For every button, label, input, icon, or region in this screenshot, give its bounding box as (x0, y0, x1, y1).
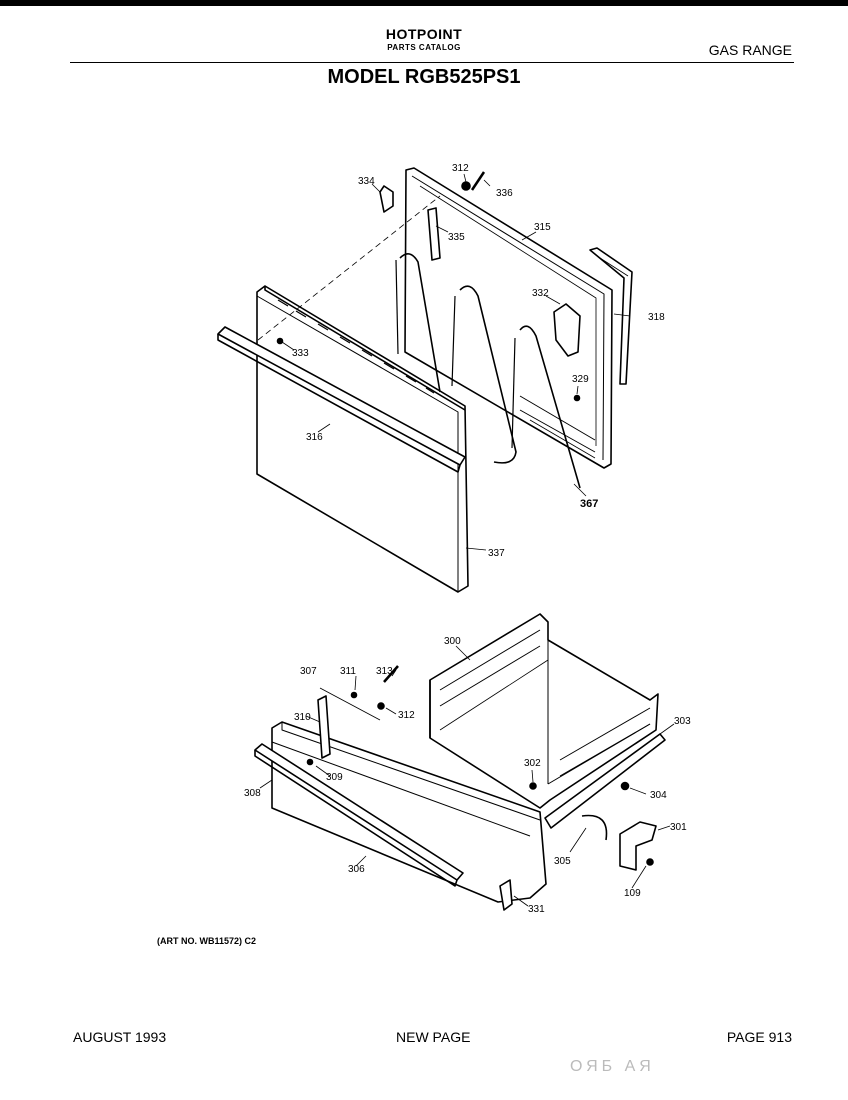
label-311: 311 (340, 666, 356, 677)
label-329: 329 (572, 374, 589, 385)
broiler-drawer-body (429, 613, 659, 809)
part-310-bracket (317, 695, 331, 759)
part-312-screw (461, 181, 471, 191)
part-309-screw (306, 758, 314, 766)
part-305-spring (581, 814, 608, 841)
category-label: GAS RANGE (708, 42, 792, 58)
part-332-bracket (553, 303, 581, 357)
label-302: 302 (524, 758, 541, 769)
label-305: 305 (554, 856, 571, 867)
label-109: 109 (624, 888, 641, 899)
label-335: 335 (448, 232, 465, 243)
part-336-bolt (470, 171, 486, 191)
part-labels: 334 312 336 335 315 318 332 333 329 316 … (244, 163, 691, 915)
label-333: 333 (292, 348, 309, 359)
footer-page: PAGE 913 (726, 1029, 792, 1045)
part-312-nut (377, 702, 385, 710)
catalog-subtitle: PARTS CATALOG (387, 43, 461, 52)
part-109-screw (646, 858, 654, 866)
model-title: MODEL RGB525PS1 (327, 66, 521, 88)
part-301-bracket (619, 821, 657, 871)
label-301: 301 (670, 822, 687, 833)
drawer-handle (254, 743, 464, 887)
label-318: 318 (648, 312, 665, 323)
part-333-screw (276, 337, 284, 345)
assembly-guideline (257, 195, 441, 341)
label-300: 300 (444, 636, 461, 647)
label-367: 367 (580, 498, 598, 510)
label-331: 331 (528, 904, 545, 915)
oven-door-liner (404, 167, 613, 469)
label-312: 312 (452, 163, 469, 174)
part-335-hinge (427, 207, 441, 261)
label-306: 306 (348, 864, 365, 875)
label-336: 336 (496, 188, 513, 199)
label-309: 309 (326, 772, 343, 783)
drawer-front-panel (271, 721, 547, 903)
label-310: 310 (294, 712, 311, 723)
part-311-screw (350, 691, 358, 699)
art-number: (ART NO. WB11572) C2 (157, 936, 257, 946)
door-springs (395, 253, 581, 489)
faded-stamp: ОЯБ АЯ (570, 1058, 655, 1075)
footer-date: AUGUST 1993 (73, 1029, 167, 1045)
label-308: 308 (244, 788, 261, 799)
header-rule (70, 62, 794, 63)
label-313: 313 (376, 666, 393, 677)
brand-name: HOTPOINT (385, 26, 463, 42)
label-307: 307 (300, 666, 317, 677)
part-329-screw (573, 394, 581, 402)
label-337: 337 (488, 548, 505, 559)
part-302-screw (529, 782, 537, 790)
footer-status: NEW PAGE (396, 1029, 471, 1045)
part-313-bolt (383, 665, 399, 683)
door-handle (217, 326, 466, 473)
oven-door-outer-panel (256, 285, 469, 593)
leader-lines (259, 173, 675, 907)
part-331-clip (499, 879, 513, 911)
part-334-clip (379, 185, 394, 213)
label-332: 332 (532, 288, 549, 299)
drawer-rail (544, 733, 666, 829)
door-gasket (589, 247, 633, 385)
label-316: 316 (306, 432, 323, 443)
part-304-screw (620, 781, 630, 791)
door-vent-slots (277, 299, 435, 394)
label-303: 303 (674, 716, 691, 727)
label-312b: 312 (398, 710, 415, 721)
label-334: 334 (358, 176, 375, 187)
label-304: 304 (650, 790, 667, 801)
part-307-leader (319, 687, 381, 721)
label-315: 315 (534, 222, 551, 233)
top-border (0, 0, 848, 6)
